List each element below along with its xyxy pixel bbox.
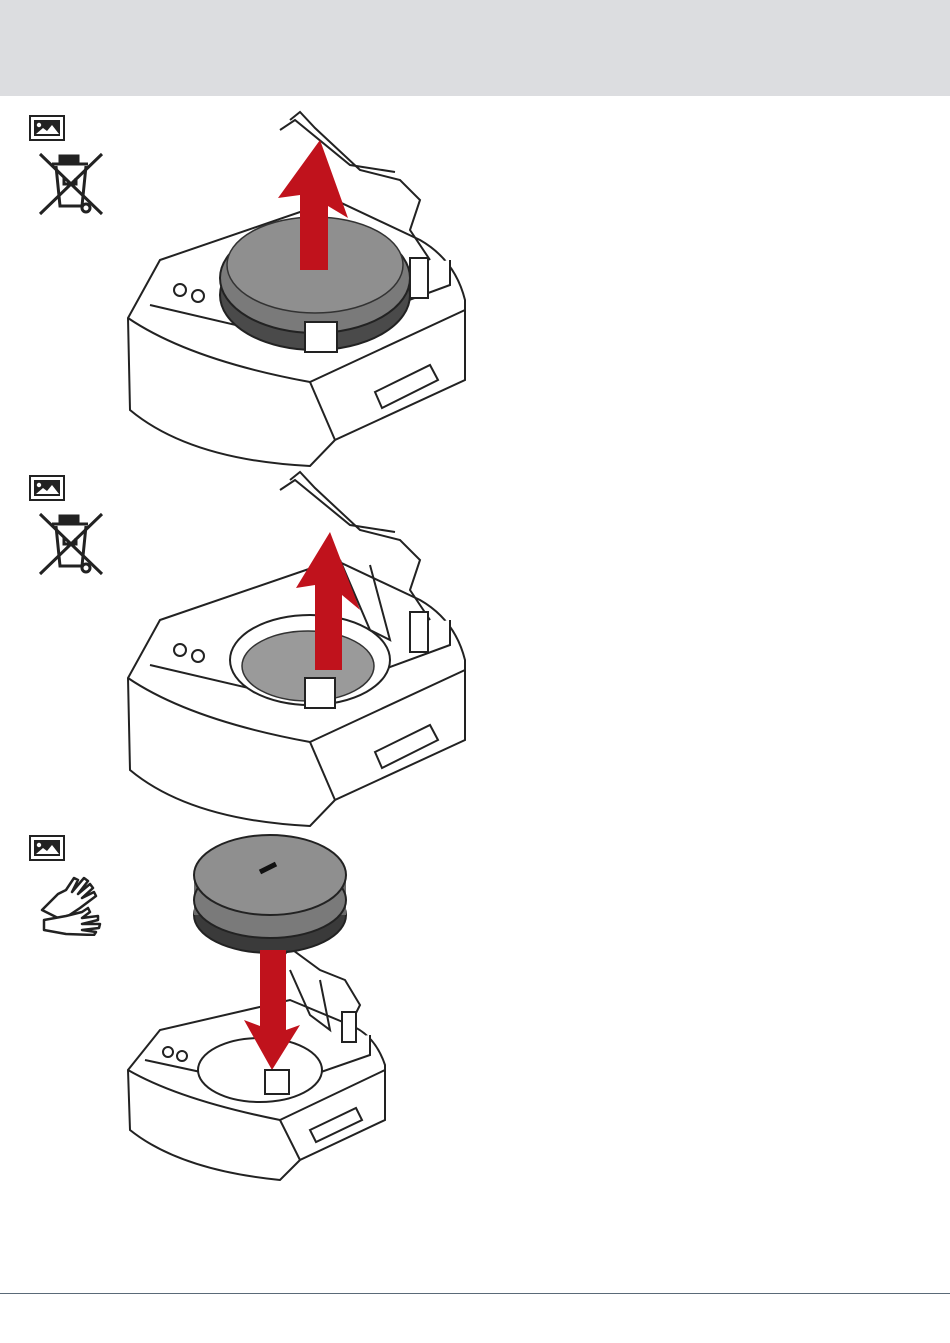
dispenser-drawing bbox=[120, 110, 480, 470]
step-1 bbox=[0, 110, 520, 470]
dispenser-drawing bbox=[120, 830, 400, 1190]
header-band bbox=[0, 0, 950, 96]
crossed-out-wheelie-bin-icon bbox=[36, 152, 108, 218]
crossed-out-wheelie-bin-icon bbox=[36, 512, 108, 578]
dispenser-drawing bbox=[120, 470, 480, 830]
battery bbox=[194, 835, 346, 953]
image-icon bbox=[29, 835, 65, 861]
footer-rule bbox=[0, 1293, 950, 1294]
image-icon bbox=[29, 115, 65, 141]
image-icon bbox=[29, 475, 65, 501]
protective-gloves-icon bbox=[36, 870, 108, 936]
step-3 bbox=[0, 830, 520, 1190]
step-2 bbox=[0, 470, 520, 830]
